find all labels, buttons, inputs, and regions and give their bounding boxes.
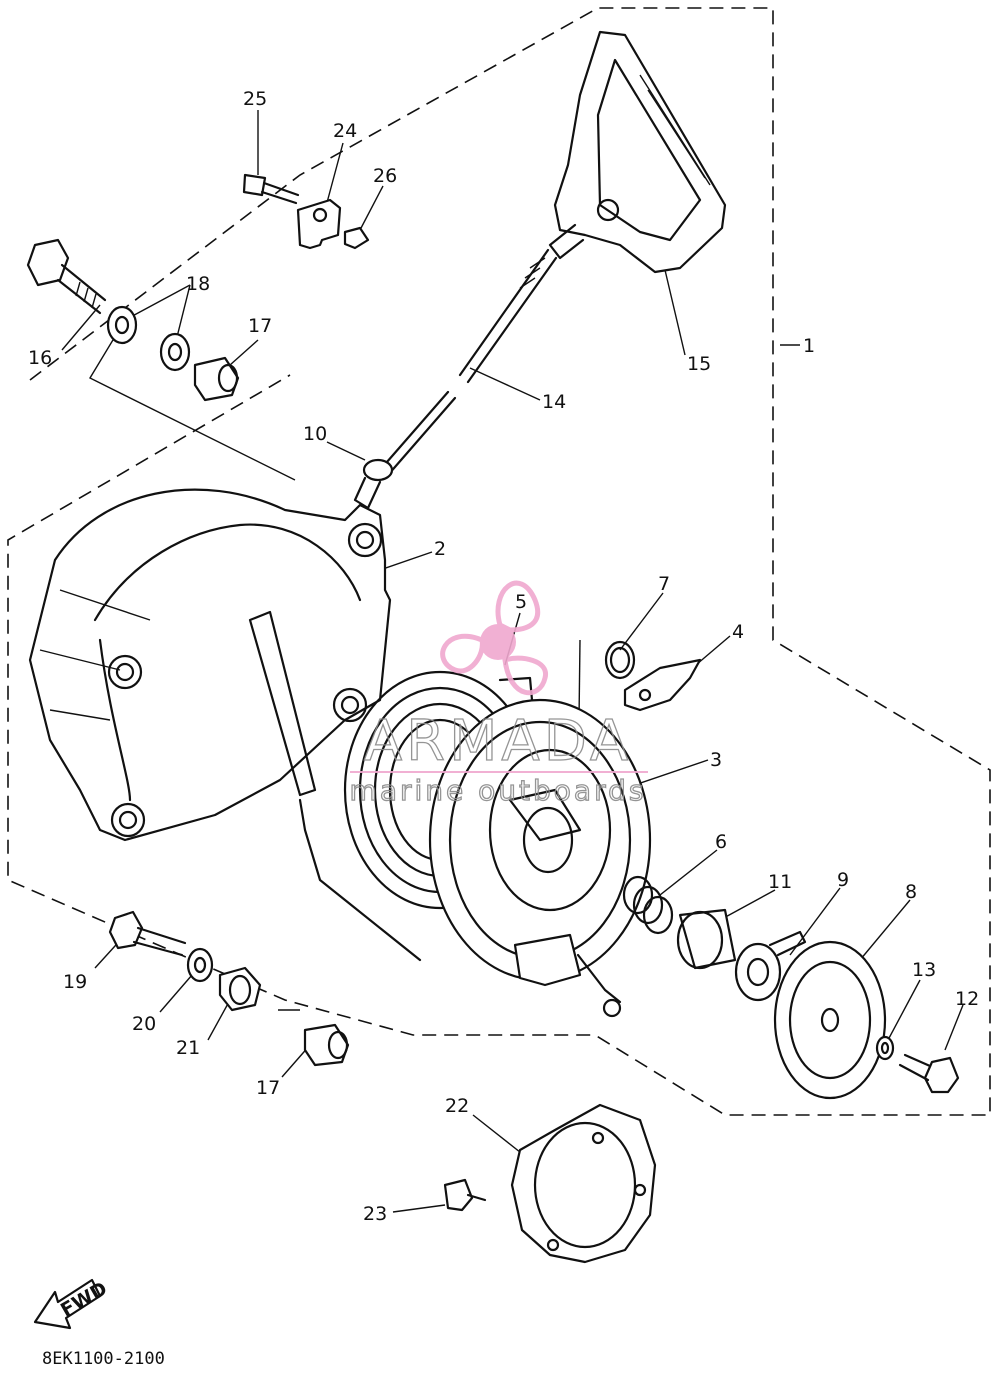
bolt-16 — [26, 238, 107, 315]
washer-20 — [186, 947, 214, 983]
callout-19: 19 — [63, 971, 87, 993]
bolt-23 — [443, 1178, 487, 1212]
bolt-19 — [108, 910, 187, 957]
collar-17-lower — [303, 1023, 350, 1067]
starter-handle — [548, 30, 727, 274]
drive-pawl — [623, 658, 702, 712]
callout-labels: 1 2 3 4 5 6 7 8 9 10 11 12 13 14 15 16 1… — [28, 88, 979, 1225]
washer-18a — [106, 305, 138, 345]
callout-5: 5 — [515, 591, 527, 613]
callout-20: 20 — [132, 1013, 156, 1035]
callout-17-upper: 17 — [248, 315, 272, 337]
watermark-brand: ARMADA — [364, 709, 632, 774]
washer-18b — [159, 332, 191, 372]
starter-case — [28, 488, 422, 962]
callout-18: 18 — [186, 273, 210, 295]
callout-16: 16 — [28, 347, 52, 369]
starter-rope — [378, 248, 558, 477]
watermark-logo: ARMADA marine outboards — [349, 580, 648, 808]
bracket-assembly — [242, 173, 370, 250]
callout-15: 15 — [687, 353, 711, 375]
sheave-drum — [428, 698, 652, 1018]
cover-plate — [773, 940, 887, 1100]
callout-14: 14 — [542, 391, 566, 413]
callout-7: 7 — [658, 573, 670, 595]
pawl-spring — [604, 640, 636, 680]
callout-6: 6 — [715, 831, 727, 853]
callout-13: 13 — [912, 959, 936, 981]
collar-17-upper — [193, 356, 240, 402]
return-spring — [622, 875, 674, 935]
callout-26: 26 — [373, 165, 397, 187]
watermark-tagline: marine outboards — [350, 774, 647, 807]
callout-10: 10 — [303, 423, 327, 445]
callout-3: 3 — [710, 749, 722, 771]
friction-plate — [734, 930, 807, 1002]
callout-8: 8 — [905, 881, 917, 903]
callout-12: 12 — [955, 988, 979, 1010]
washer-13 — [875, 1035, 895, 1061]
callout-1: 1 — [803, 335, 815, 357]
callout-17-lower: 17 — [256, 1077, 280, 1099]
assembly-boundary — [7, 7, 991, 1116]
bolt-12 — [898, 1053, 960, 1094]
callout-9: 9 — [837, 869, 849, 891]
fwd-arrow: FWD — [33, 1278, 111, 1330]
rope-grommet — [353, 458, 394, 510]
starter-pulley — [510, 1103, 657, 1264]
callout-23: 23 — [363, 1203, 387, 1225]
callout-24: 24 — [333, 120, 357, 142]
grommet-21 — [218, 966, 262, 1012]
diagram-code: 8EK1100-2100 — [42, 1349, 165, 1369]
callout-25: 25 — [243, 88, 267, 110]
callout-22: 22 — [445, 1095, 469, 1117]
callout-4: 4 — [732, 621, 744, 643]
callout-21: 21 — [176, 1037, 200, 1059]
callout-11: 11 — [768, 871, 792, 893]
bushing — [676, 908, 737, 970]
callout-2: 2 — [434, 538, 446, 560]
